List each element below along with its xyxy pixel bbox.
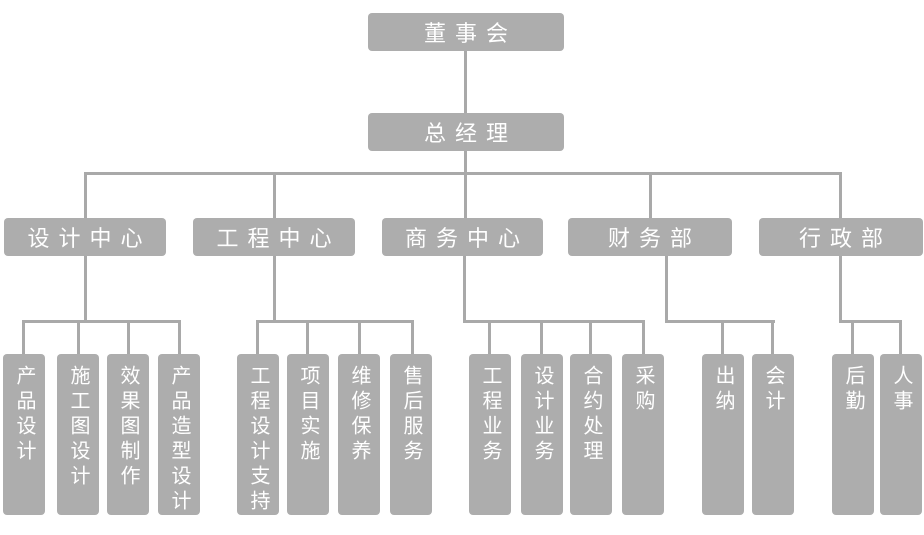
connector-drop-engineering-center <box>273 172 276 218</box>
connector-drop-business-center <box>464 172 467 218</box>
node-unit-product-styling-design: 产品造型设计 <box>158 354 200 515</box>
node-dept-business-center: 商务中心 <box>382 218 543 256</box>
connector-rail-administration-units <box>839 320 902 323</box>
connector-trunk-finance <box>665 256 668 323</box>
node-dept-design-center: 设计中心 <box>4 218 166 256</box>
connector-drop-procurement <box>642 320 645 354</box>
connector-rail-finance-units <box>665 320 775 323</box>
connector-drop-administration <box>839 172 842 218</box>
node-unit-after-sales-service: 售后服务 <box>390 354 432 515</box>
node-dept-administration: 行政部 <box>759 218 923 256</box>
connector-drop-after-sales-service <box>411 320 414 354</box>
connector-drop-design-center <box>84 172 87 218</box>
node-unit-personnel: 人事 <box>880 354 922 515</box>
connector-gm-trunk <box>464 151 467 175</box>
node-unit-design-business: 设计业务 <box>521 354 563 515</box>
connector-drop-engineering-business <box>488 320 491 354</box>
node-unit-engineering-business: 工程业务 <box>469 354 511 515</box>
connector-drop-engineering-design-support <box>256 320 259 354</box>
connector-rail-design-units <box>22 320 181 323</box>
node-unit-logistics: 后勤 <box>832 354 874 515</box>
node-board-of-directors: 董事会 <box>368 13 564 51</box>
connector-drop-product-design <box>22 320 25 354</box>
connector-drop-contract-processing <box>589 320 592 354</box>
node-unit-accounting: 会计 <box>752 354 794 515</box>
connector-drop-cashier <box>721 320 724 354</box>
node-general-manager: 总经理 <box>368 113 564 151</box>
connector-drop-project-implementation <box>306 320 309 354</box>
node-unit-cashier: 出纳 <box>702 354 744 515</box>
node-unit-engineering-design-support: 工程设计支持 <box>237 354 279 515</box>
connector-trunk-design-center <box>84 256 87 323</box>
node-dept-engineering-center: 工程中心 <box>193 218 355 256</box>
connector-trunk-administration <box>839 256 842 323</box>
connector-drop-maintenance <box>358 320 361 354</box>
connector-drop-personnel <box>899 320 902 354</box>
connector-rail-departments <box>84 172 842 175</box>
node-unit-rendering-production: 效果图制作 <box>107 354 149 515</box>
node-dept-finance: 财务部 <box>568 218 732 256</box>
connector-drop-design-business <box>540 320 543 354</box>
connector-drop-finance <box>649 172 652 218</box>
connector-trunk-business-center <box>463 256 466 323</box>
connector-drop-product-styling-design <box>178 320 181 354</box>
node-unit-project-implementation: 项目实施 <box>287 354 329 515</box>
connector-drop-accounting <box>771 320 774 354</box>
connector-rail-business-units <box>463 320 645 323</box>
node-unit-procurement: 采购 <box>622 354 664 515</box>
node-unit-product-design: 产品设计 <box>3 354 45 515</box>
connector-rail-engineering-units <box>256 320 414 323</box>
node-unit-contract-processing: 合约处理 <box>570 354 612 515</box>
connector-trunk-engineering-center <box>273 256 276 323</box>
node-unit-maintenance: 维修保养 <box>338 354 380 515</box>
connector-board-gm <box>464 51 467 113</box>
connector-drop-rendering-production <box>127 320 130 354</box>
connector-drop-construction-drawing-design <box>77 320 80 354</box>
node-unit-construction-drawing-design: 施工图设计 <box>57 354 99 515</box>
connector-drop-logistics <box>851 320 854 354</box>
